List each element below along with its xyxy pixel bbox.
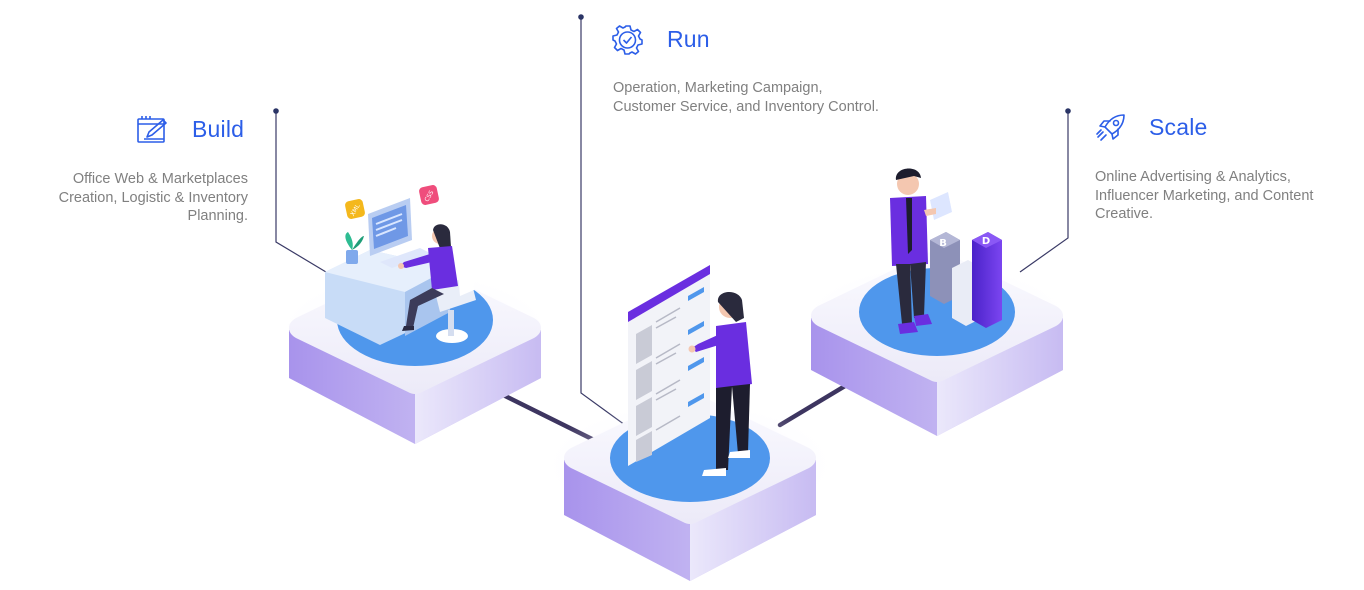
build-title: Build [192, 116, 245, 142]
rocket-icon [1095, 112, 1127, 144]
scale-description-line: Creative. [1095, 206, 1154, 222]
build-description: Office Web & Marketplaces Creation, Logi… [59, 170, 248, 226]
build-description-line: Office Web & Marketplaces [72, 171, 248, 187]
build-scene: XML CSS [325, 185, 476, 345]
run-description: Operation, Marketing Campaign, Customer … [613, 79, 879, 116]
bar-label-b: B [939, 238, 947, 249]
scale-title: Scale [1149, 114, 1208, 140]
scale-description-line: Online Advertising & Analytics, [1095, 169, 1291, 185]
run-platform [540, 392, 840, 581]
design-pencil-icon [136, 114, 170, 146]
run-scene [628, 265, 752, 476]
run-description-line: Operation, Marketing Campaign, [613, 80, 823, 96]
run-title: Run [667, 26, 710, 52]
leader-dots [273, 14, 1071, 114]
build-description-line: Planning. [187, 208, 248, 224]
build-description-line: Creation, Logistic & Inventory [58, 189, 248, 206]
scale-description-line: Influencer Marketing, and Content [1095, 187, 1314, 204]
scale-description: Online Advertising & Analytics, Influenc… [1095, 168, 1313, 224]
gear-check-icon [612, 24, 644, 56]
bar-label-d: D [982, 236, 990, 247]
run-description-line: Customer Service, and Inventory Control. [613, 98, 879, 115]
scale-scene: B D [890, 168, 1002, 334]
